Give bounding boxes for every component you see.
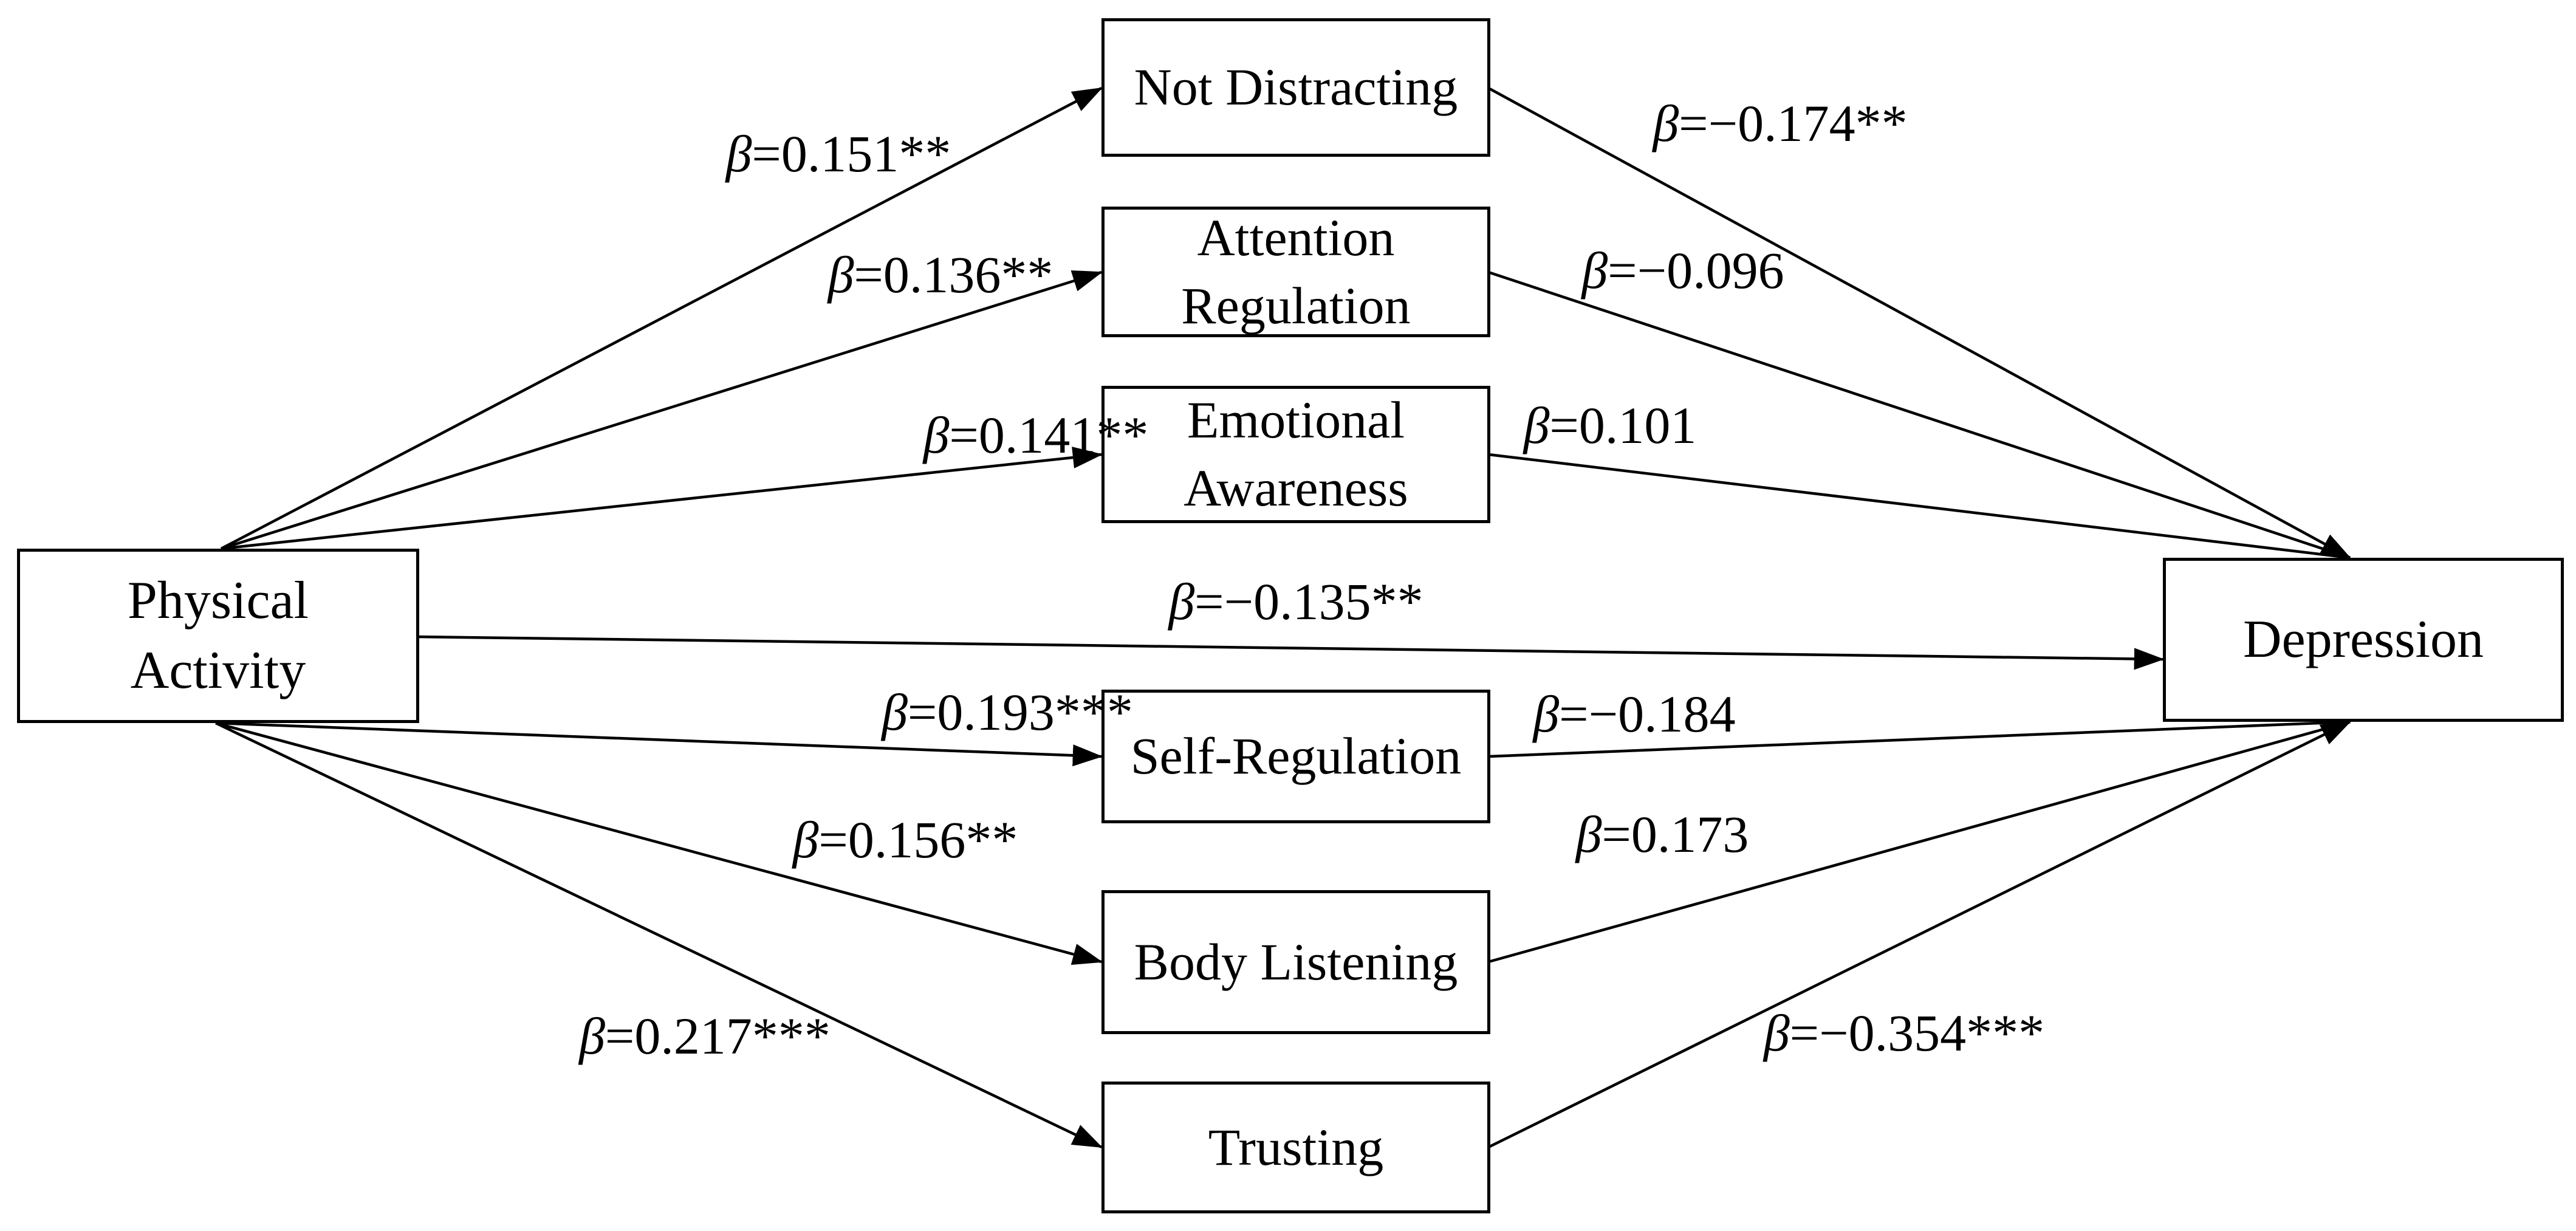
box-label-line: Awareness [1184, 459, 1408, 517]
box-label-line: Attention [1197, 208, 1395, 267]
coef-label-not-distracting-depression: β=−0.174** [1653, 94, 1908, 153]
predictor-box-physical-activity: Physical Activity [17, 549, 419, 723]
coef-label-pa-not-distracting: β=0.151** [725, 125, 951, 183]
path-emotional-awareness-depression [1488, 453, 2351, 560]
coef-label-emotional-awareness-depression: β=0.101 [1523, 396, 1697, 454]
coef-label-attention-regulation-depression: β=−0.096 [1581, 241, 1784, 300]
box-label-line: Depression [2243, 609, 2484, 669]
mediator-box-not-distracting: Not Distracting [1101, 18, 1490, 157]
coef-label-pa-self-regulation: β=0.193*** [882, 683, 1133, 741]
box-label-line: Self-Regulation [1130, 727, 1462, 786]
mediator-box-body-listening: Body Listening [1101, 890, 1490, 1034]
box-label-line: Body Listening [1134, 932, 1458, 991]
mediator-box-trusting: Trusting [1101, 1082, 1490, 1213]
path-pa-emotional-awareness [221, 447, 1103, 550]
coef-label-pa-trusting: β=0.217*** [579, 1007, 831, 1065]
path-trusting-depression [1488, 720, 2352, 1149]
path-pa-not-distracting [220, 87, 1103, 550]
box-label-line: Activity [130, 640, 306, 700]
path-pa-depression-direct [417, 635, 2165, 670]
mediator-box-self-regulation: Self-Regulation [1101, 690, 1490, 823]
coef-label-pa-body-listening: β=0.156** [792, 811, 1018, 869]
box-label-line: Not Distracting [1134, 58, 1458, 117]
box-label-line: Regulation [1181, 276, 1411, 335]
coef-label-trusting-depression: β=−0.354*** [1763, 1004, 2045, 1062]
coef-label-pa-attention-regulation: β=0.136** [827, 245, 1053, 304]
box-label-line: Physical [127, 571, 309, 631]
path-body-listening-depression [1488, 720, 2351, 964]
path-pa-body-listening [215, 721, 1103, 965]
mediator-box-attention-regulation: Attention Regulation [1101, 207, 1490, 337]
coef-label-direct-path: β=−0.135** [1168, 572, 1423, 631]
path-pa-attention-regulation [221, 270, 1103, 550]
box-label-line: Trusting [1208, 1117, 1384, 1176]
coef-label-self-regulation-depression: β=−0.184 [1533, 685, 1736, 743]
path-pa-self-regulation [215, 721, 1103, 767]
path-pa-trusting [215, 721, 1103, 1149]
path-self-regulation-depression [1488, 720, 2351, 758]
mediator-box-emotional-awareness: Emotional Awareness [1101, 386, 1490, 523]
box-label-line: Emotional [1187, 391, 1405, 450]
path-not-distracting-depression [1487, 87, 2351, 559]
path-attention-regulation-depression [1488, 270, 2351, 560]
outcome-box-depression: Depression [2163, 558, 2564, 722]
coef-label-pa-emotional-awareness: β=0.141** [923, 406, 1149, 464]
coef-label-body-listening-depression: β=0.173 [1575, 805, 1749, 863]
